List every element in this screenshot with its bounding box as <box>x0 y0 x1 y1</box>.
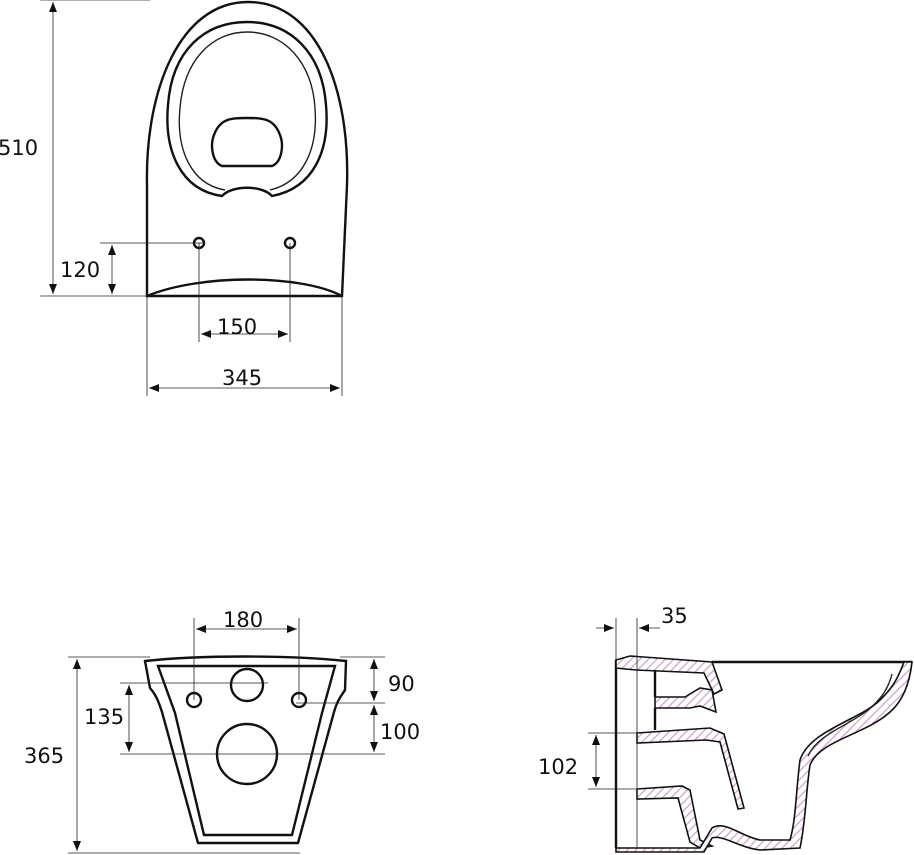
dim-35-label: 35 <box>661 604 688 628</box>
top-view-rim-line <box>146 278 343 298</box>
top-view-outline <box>145 0 349 298</box>
dim-150-label: 150 <box>217 315 257 339</box>
side-section-top-shell <box>615 655 723 696</box>
back-view: 180 90 100 135 365 <box>24 608 420 854</box>
top-view-drain <box>210 116 284 168</box>
side-section-bowl-shell <box>615 661 913 853</box>
dim-135-label: 135 <box>84 705 124 729</box>
dim-90-label: 90 <box>388 672 415 696</box>
top-view-inner-opening-2 <box>178 31 317 191</box>
side-section-upper-band <box>654 687 718 714</box>
top-view: 510 120 150 345 <box>0 0 349 396</box>
side-section: 35 102 <box>538 604 913 853</box>
dim-180-label: 180 <box>223 608 263 632</box>
side-section-inner-curve <box>807 673 893 757</box>
side-section-lower-band <box>636 785 715 849</box>
top-view-inner-opening <box>166 20 328 198</box>
side-section-middle-band <box>636 727 746 810</box>
dim-365-label: 365 <box>24 744 64 768</box>
dim-120-label: 120 <box>60 258 100 282</box>
dim-100-label: 100 <box>380 720 420 744</box>
dim-510-label: 510 <box>0 136 38 160</box>
back-view-inner-outline <box>156 664 337 837</box>
dim-345-label: 345 <box>222 366 262 390</box>
back-view-outline <box>143 655 348 845</box>
dim-102-label: 102 <box>538 755 578 779</box>
back-view-inlet <box>229 667 265 703</box>
